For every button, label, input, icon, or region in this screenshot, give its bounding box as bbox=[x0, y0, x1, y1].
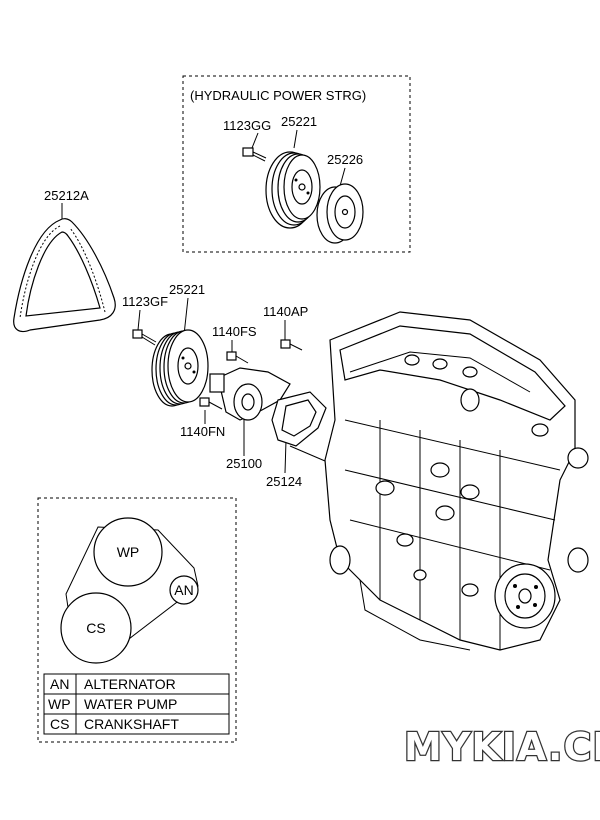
ps-pulley-icon bbox=[265, 151, 321, 229]
belt-routing-box bbox=[37, 497, 237, 743]
bolt-wp-icon bbox=[132, 329, 157, 346]
label-pump: 25100 bbox=[226, 456, 262, 471]
label-bolt-fs: 1140FS bbox=[212, 324, 257, 339]
watermark: MYKIA.CLUB bbox=[404, 725, 600, 769]
label-bolt-fn: 1140FN bbox=[180, 424, 225, 439]
power-steering-title: (HYDRAULIC POWER STRG) bbox=[190, 88, 366, 103]
label-pulley-ps2: 25226 bbox=[327, 152, 363, 167]
legend-code-2: CS bbox=[50, 716, 69, 732]
an-circle bbox=[169, 575, 199, 605]
bolt-ps-icon bbox=[242, 147, 267, 162]
an-pulley-label: AN bbox=[174, 582, 193, 598]
power-steering-box bbox=[182, 75, 411, 253]
legend-code-0: AN bbox=[50, 676, 69, 692]
label-bolt-ps: 1123GG bbox=[223, 118, 271, 133]
legend-name-2: CRANKSHAFT bbox=[84, 716, 179, 732]
wp-pulley-icon bbox=[151, 329, 209, 407]
cs-circle bbox=[60, 592, 132, 664]
bolt-fn-icon bbox=[199, 397, 223, 410]
label-belt: 25212A bbox=[44, 188, 89, 203]
belt-routing-diagram: WP AN CS bbox=[60, 517, 199, 664]
ps-pulley2-icon bbox=[316, 183, 364, 244]
wp-circle bbox=[93, 517, 163, 587]
legend-name-1: WATER PUMP bbox=[84, 696, 177, 712]
water-pump-icon bbox=[209, 367, 291, 421]
engine-block-icon bbox=[324, 311, 589, 651]
label-bolt-wp: 1123GF bbox=[122, 294, 168, 309]
cs-pulley-label: CS bbox=[86, 620, 105, 636]
label-bolt-ap: 1140AP bbox=[263, 304, 308, 319]
wp-pulley-label: WP bbox=[117, 544, 140, 560]
legend-code-1: WP bbox=[48, 696, 71, 712]
label-pulley-ps: 25221 bbox=[281, 114, 317, 129]
label-gasket: 25124 bbox=[266, 474, 302, 489]
bolt-ap-icon bbox=[280, 339, 303, 351]
legend-name-0: ALTERNATOR bbox=[84, 676, 176, 692]
bolt-fs-icon bbox=[226, 351, 249, 364]
drive-belt-icon bbox=[13, 218, 116, 333]
legend-table: AN ALTERNATOR WP WATER PUMP CS CRANKSHAF… bbox=[43, 673, 230, 735]
label-pulley-wp: 25221 bbox=[169, 282, 205, 297]
